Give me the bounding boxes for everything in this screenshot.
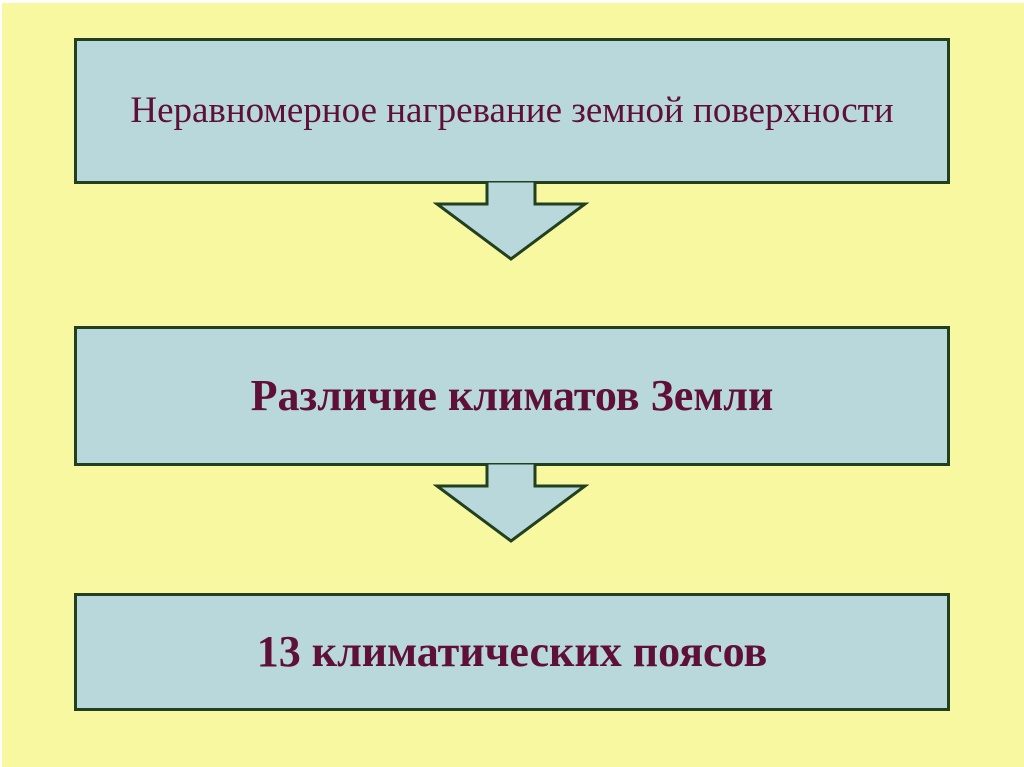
flow-box-label: Различие климатов Земли xyxy=(250,370,774,420)
down-arrow-icon xyxy=(433,464,589,543)
down-arrow-icon xyxy=(433,182,589,261)
flow-box-climate-difference: Различие климатов Земли xyxy=(74,326,950,466)
flow-box-uneven-heating: Неравномерное нагревание земной поверхно… xyxy=(74,38,950,184)
slide-background: Неравномерное нагревание земной поверхно… xyxy=(2,3,1024,767)
flow-box-label: Неравномерное нагревание земной поверхно… xyxy=(130,89,894,131)
flow-box-label: 13 климатических поясов xyxy=(256,626,768,676)
flow-box-climate-zones: 13 климатических поясов xyxy=(74,593,950,711)
